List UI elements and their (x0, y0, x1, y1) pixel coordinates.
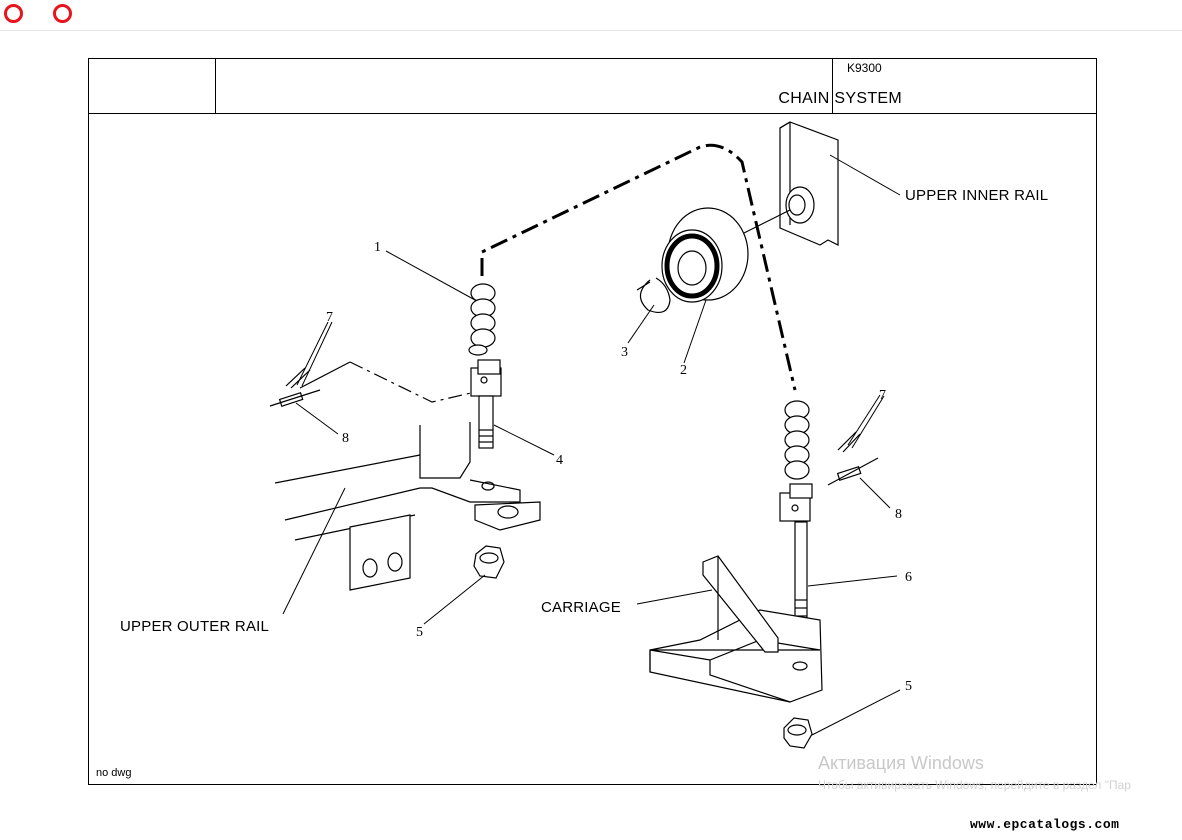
left-anchor-bolt (470, 359, 502, 449)
callout-3: 3 (621, 345, 628, 360)
close-button[interactable] (4, 4, 23, 23)
callout-7-left: 7 (326, 310, 333, 325)
drawing-title: CHAIN SYSTEM (778, 90, 902, 107)
sheave-wheel (661, 207, 749, 303)
footer-note: no dwg (96, 767, 132, 779)
site-link[interactable]: www.epcatalogs.com (970, 817, 1120, 832)
callout-5-left: 5 (416, 625, 423, 640)
label-upper-inner-rail: UPPER INNER RAIL (905, 187, 1048, 204)
titleblock-bottom-line (88, 113, 1097, 114)
minimize-button[interactable] (53, 4, 72, 23)
callout-7-right: 7 (879, 388, 886, 403)
carriage (649, 555, 823, 703)
callout-4: 4 (556, 453, 563, 468)
nut-right (783, 717, 813, 749)
callout-5-right: 5 (905, 679, 912, 694)
titleblock-divider (215, 58, 216, 114)
callout-8-left: 8 (342, 431, 349, 446)
nut-left (473, 545, 505, 579)
viewer-footer (0, 812, 1182, 840)
chain-path (480, 143, 797, 391)
callout-1: 1 (374, 240, 381, 255)
callout-2: 2 (680, 363, 687, 378)
titleblock-divider (832, 58, 833, 114)
upper-outer-rail (274, 361, 541, 591)
right-anchor-bolt (779, 483, 813, 631)
chain-links-right (784, 400, 810, 480)
callout-6: 6 (905, 570, 912, 585)
label-upper-outer-rail: UPPER OUTER RAIL (120, 618, 269, 635)
retaining-ring (639, 277, 671, 313)
drawing-code: K9300 (847, 61, 882, 75)
windows-watermark-title: Активация Windows (818, 753, 984, 773)
windows-watermark-text: Чтобы активировать Windows, перейдите в … (818, 778, 1131, 792)
viewer-toolbar (0, 0, 1182, 31)
leader-lines (282, 154, 901, 736)
drawing-sheet (88, 58, 1097, 785)
label-carriage: CARRIAGE (541, 599, 621, 616)
callout-8-right: 8 (895, 507, 902, 522)
pin-right (827, 431, 879, 486)
pin-left (269, 367, 321, 407)
chain-links-left (468, 283, 496, 356)
